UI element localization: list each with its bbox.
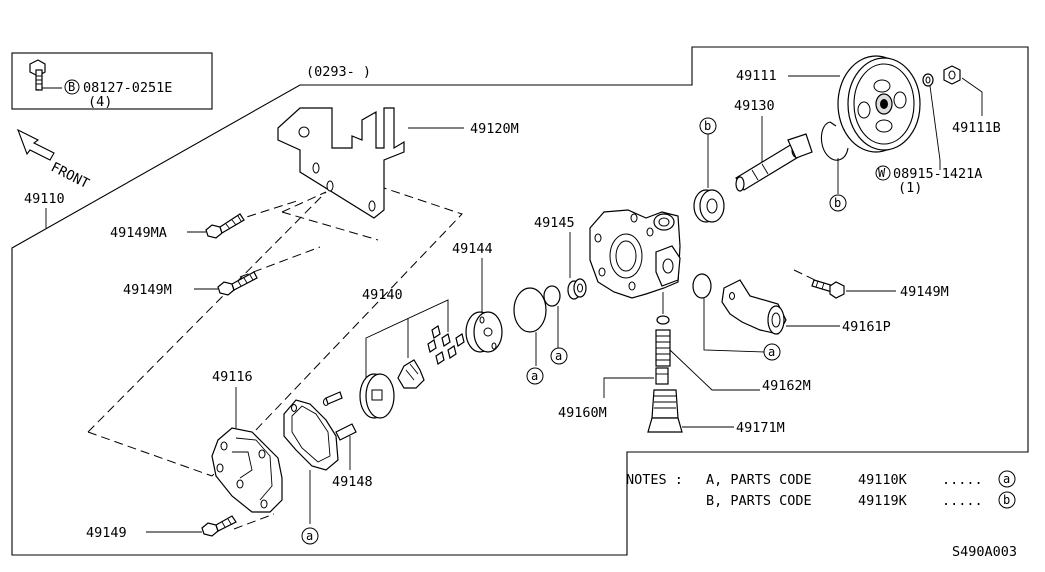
outlet-o-ring-part [692,273,712,299]
notes-line-b-text: B, PARTS CODE [706,493,812,509]
pulley-label: 49111 [736,68,777,84]
outlet-connector-part [721,279,787,335]
cam-ring-part [397,359,425,389]
notes-line-a-code: 49110K [858,472,908,488]
bolt-bottom-part [201,515,237,537]
notes-line-b-code: 49119K [858,493,908,509]
flow-valve-leader [603,377,654,398]
cam-ring-leader [365,299,449,378]
o-ring-small-part [543,285,561,307]
dashed-guide-lines [87,185,841,530]
vanes-part [427,325,465,365]
front-label: FRONT [48,159,91,192]
bolt-m-right-label: 49149M [900,284,949,300]
marker-a-3: a [301,527,319,545]
notes-line-b-dots: ..... [942,493,983,509]
side-plate-part [465,311,503,353]
pump-body-part [589,209,681,299]
svg-text:a: a [555,349,562,363]
bolt-m-left-part [217,271,258,296]
spring-label: 49162M [762,378,811,394]
shaft-part [735,133,813,192]
side-plate-label: 49144 [452,241,493,257]
marker-b-1: b [699,117,717,135]
rear-cover-part [211,427,283,513]
pin-label: 49148 [332,474,373,490]
bracket-part [277,107,405,219]
bracket-label: 49120M [470,121,519,137]
notes-line-a-dots: ..... [942,472,983,488]
marker-a-1: a [526,367,544,385]
outlet-o-ring-leader [703,298,765,353]
pulley-part [837,55,921,153]
bolt-reference-box: B 08127-0251E (4) [11,52,213,110]
bolt-m-right-part [811,279,845,299]
flow-valve-label: 49160M [558,405,607,421]
bolt-ref-marker-circle [64,79,80,95]
notes-heading: NOTES : [626,472,683,488]
shaft-label: 49130 [734,98,775,114]
pulley-nut-label: 49111B [952,120,1001,136]
snap-ring-part [820,121,849,161]
front-arrow-icon [16,128,55,161]
cam-ring-set-label: 49140 [362,287,403,303]
washer-part [922,73,934,87]
notes-marker-b: b [1003,493,1010,507]
marker-a-4: a [763,343,781,361]
bolt-icon [29,59,62,91]
valve-seal-part [656,315,670,325]
o-ring-large-part [513,287,547,333]
notes-line-a-text: A, PARTS CODE [706,472,812,488]
pulley-nut-leader [961,77,983,116]
svg-text:a: a [306,529,313,543]
flow-valve-part [655,367,669,385]
shaft-seal-part [693,189,725,223]
bolt-bottom-label: 49149 [86,525,127,541]
marker-a-2: a [550,347,568,365]
outlet-connector-label: 49161P [842,319,891,335]
rear-cover-label: 49116 [212,369,253,385]
washer-marker: W [875,165,891,181]
connector-bolt-part [647,389,683,433]
diagram-id: S490A003 [952,544,1017,560]
bolt-ma-label: 49149MA [110,225,167,241]
spring-leader [669,349,760,391]
o-ring-group-part [567,278,587,300]
washer-code: 08915-1421A [893,166,982,182]
assembly-outline [11,46,1029,556]
marker-b-2: b [829,194,847,212]
svg-text:a: a [531,369,538,383]
svg-text:a: a [768,345,775,359]
svg-text:b: b [834,196,841,210]
notes-block: NOTES : A, PARTS CODE 49110K ..... a B, … [626,470,1016,509]
gasket-part [283,398,339,471]
notes-marker-a-circle [998,470,1016,488]
assembly-label: 49110 [24,191,65,207]
bolt-m-left-label: 49149M [123,282,172,298]
bolt-ma-part [205,213,245,239]
washer-qty: (1) [898,180,922,196]
bolt-ref-marker: B [68,80,75,94]
pulley-nut-part [943,65,961,85]
rotor-part [359,373,395,419]
o-ring-group-label: 49145 [534,215,575,231]
notes-marker-a: a [1003,472,1010,486]
pin-part [325,391,357,441]
spring-part [655,329,671,367]
bolt-ref-qty: (4) [88,94,112,110]
svg-text:b: b [704,119,711,133]
svg-text:W: W [878,166,886,180]
bolt-ref-code: 08127-0251E [83,80,172,96]
notes-marker-b-circle [998,491,1016,509]
washer-leader [929,85,941,170]
production-date: (0293- ) [306,64,371,80]
connector-bolt-label: 49171M [736,420,785,436]
